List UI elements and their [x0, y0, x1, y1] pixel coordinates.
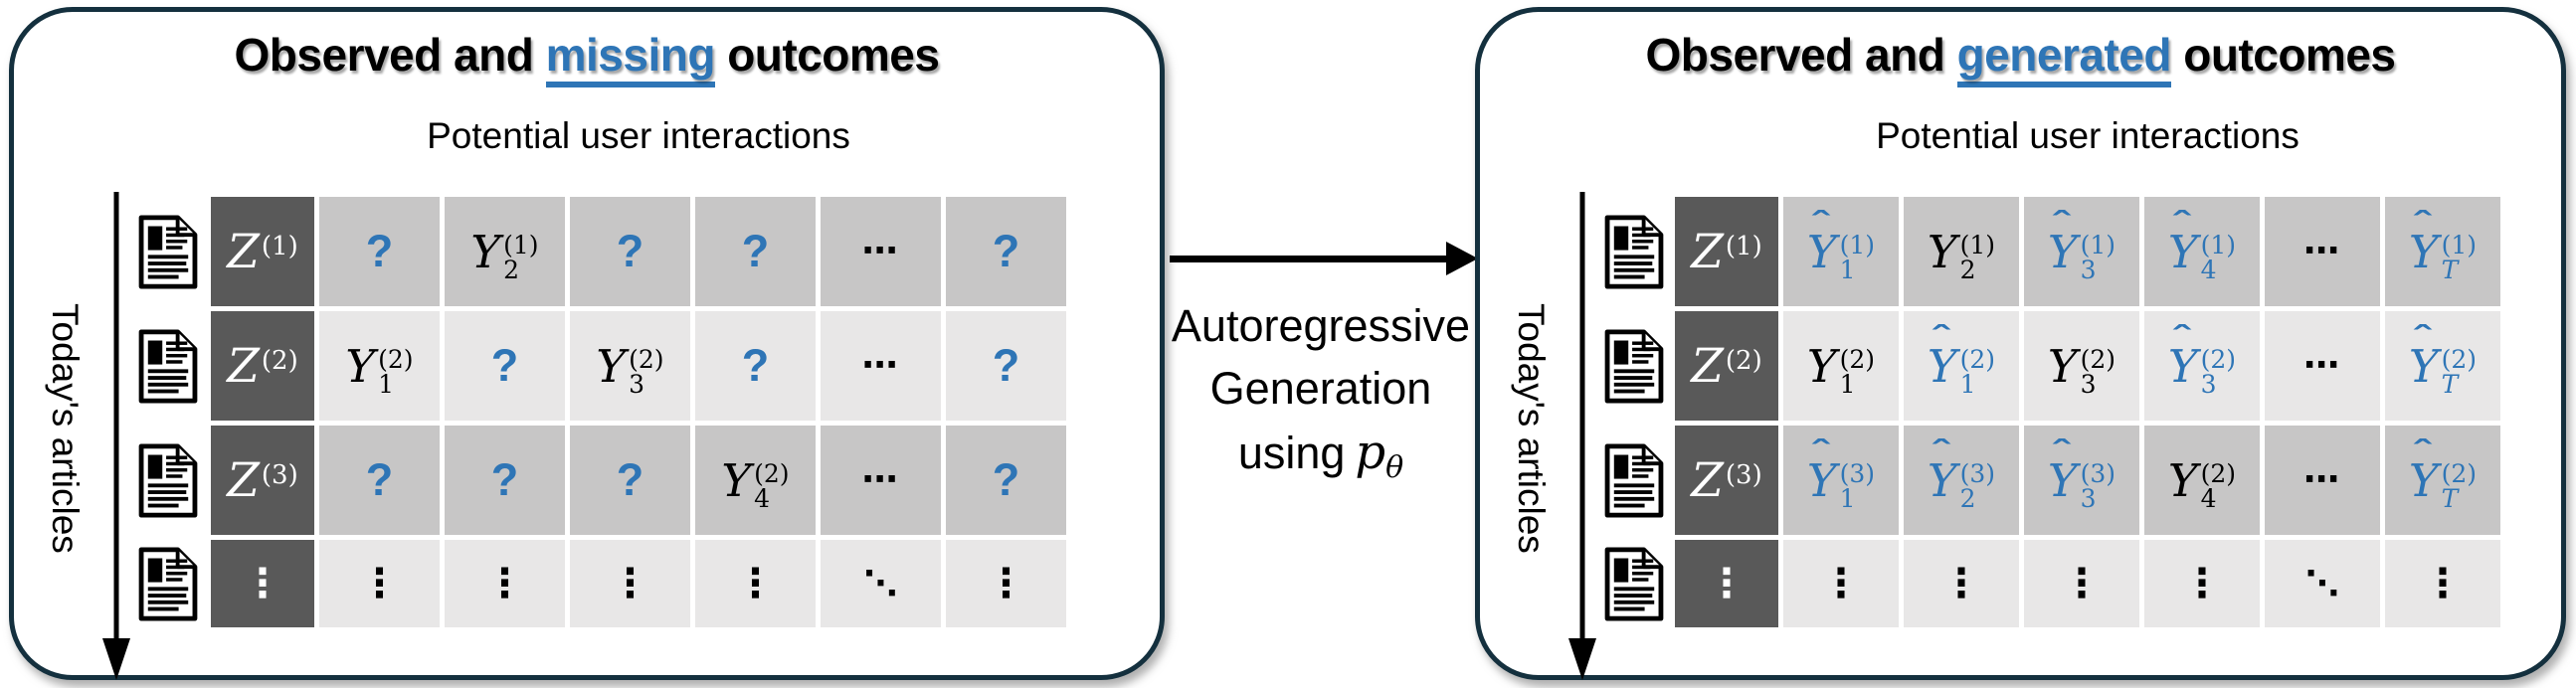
- matrix-cell: ⋮: [570, 540, 690, 627]
- article-icon: [138, 328, 198, 404]
- matrix-cell: ?: [319, 426, 440, 535]
- article-icon: [138, 214, 198, 289]
- right-arrow-icon: [1170, 256, 1450, 262]
- article-icon-slot: [1597, 311, 1671, 421]
- matrix-cell: ⋮: [2385, 540, 2500, 627]
- left-panel-title: Observed and missing outcomes: [14, 28, 1160, 87]
- matrix-cell: Z(3): [211, 426, 314, 535]
- right-panel: Observed and generated outcomes Potentia…: [1475, 7, 2566, 680]
- matrix-cell: ⋮: [211, 540, 314, 627]
- article-icon-slot: [1597, 426, 1671, 535]
- matrix-cell: ⋮: [319, 540, 440, 627]
- matrix-cell: Z(1): [211, 197, 314, 306]
- article-icon-slot: [1597, 540, 1671, 627]
- article-icon: [1604, 214, 1664, 289]
- matrix-cell: ⋯: [821, 311, 941, 421]
- right-panel-title: Observed and generated outcomes: [1480, 28, 2561, 87]
- transform-label-line2: Generation: [1209, 363, 1432, 414]
- matrix-cell: Z(2): [211, 311, 314, 421]
- transform-label-line1: Autoregressive: [1171, 300, 1471, 351]
- matrix-cell: Y(2)4: [2144, 426, 2260, 535]
- matrix-cell: ?: [445, 311, 565, 421]
- matrix-cell: ?: [319, 197, 440, 306]
- matrix-cell: ⋮: [1904, 540, 2019, 627]
- matrix-cell: ?: [695, 197, 816, 306]
- article-icon-column: [1597, 197, 1671, 627]
- matrix-cell: ⋮: [1783, 540, 1899, 627]
- matrix-cell: Y(2)3: [2024, 311, 2139, 421]
- matrix-cell: ⋮: [2024, 540, 2139, 627]
- matrix-cell: ⋱: [821, 540, 941, 627]
- matrix-cell: ?: [570, 426, 690, 535]
- matrix-cell: ?: [570, 197, 690, 306]
- article-icon-slot: [131, 426, 205, 535]
- matrix-cell: ⋮: [695, 540, 816, 627]
- matrix-cell: Y(1)2: [445, 197, 565, 306]
- matrix-cell: ?: [946, 426, 1066, 535]
- article-icon: [1604, 442, 1664, 518]
- outcome-matrix: Z(1)?Y(1)2??⋯?Z(2)Y(2)1?Y(2)3?⋯?Z(3)???Y…: [211, 197, 1066, 627]
- columns-axis-label: Potential user interactions: [1876, 115, 2300, 156]
- matrix-cell: Y(2)3: [570, 311, 690, 421]
- title-prefix: Observed and: [234, 29, 546, 81]
- matrix-cell: ⋯: [2265, 311, 2380, 421]
- matrix-cell: ⋮: [1675, 540, 1778, 627]
- article-icon-slot: [131, 197, 205, 306]
- matrix-cell: ?: [695, 311, 816, 421]
- matrix-cell: Z(2): [1675, 311, 1778, 421]
- matrix-cell: ⋮: [2144, 540, 2260, 627]
- title-suffix: outcomes: [2170, 29, 2396, 81]
- matrix-cell: ?: [946, 311, 1066, 421]
- title-highlight-missing: missing: [545, 29, 715, 87]
- article-icon-slot: [1597, 197, 1671, 306]
- matrix-cell: Y(2)4: [695, 426, 816, 535]
- matrix-cell: Y(2)1: [319, 311, 440, 421]
- title-prefix: Observed and: [1645, 29, 1957, 81]
- matrix-cell: ⋮: [445, 540, 565, 627]
- matrix-cell: Z(3): [1675, 426, 1778, 535]
- left-panel: Observed and missing outcomes Potential …: [9, 7, 1165, 680]
- rows-axis-label: Today's articles: [1511, 303, 1552, 554]
- matrix-cell: ?: [946, 197, 1066, 306]
- matrix-cell: ⋮: [946, 540, 1066, 627]
- matrix-cell: ⋯: [821, 197, 941, 306]
- title-suffix: outcomes: [714, 29, 940, 81]
- article-icon: [1604, 546, 1664, 621]
- article-icon: [138, 442, 198, 518]
- right-arrow-head-icon: [1446, 242, 1478, 275]
- title-highlight-generated: generated: [1956, 29, 2171, 87]
- down-arrow-icon: [1568, 192, 1596, 680]
- p-theta-symbol: pθ: [1355, 425, 1404, 485]
- rows-axis-label: Today's articles: [45, 303, 86, 554]
- matrix-cell: Y(2)1: [1783, 311, 1899, 421]
- matrix-cell: ⋯: [2265, 426, 2380, 535]
- down-arrow-icon: [102, 192, 130, 680]
- matrix-cell: ⋱: [2265, 540, 2380, 627]
- article-icon-column: [131, 197, 205, 627]
- matrix-cell: Z(1): [1675, 197, 1778, 306]
- article-icon: [138, 546, 198, 621]
- matrix-cell: ⋯: [2265, 197, 2380, 306]
- matrix-cell: ⋯: [821, 426, 941, 535]
- columns-axis-label: Potential user interactions: [427, 115, 850, 156]
- article-icon-slot: [131, 311, 205, 421]
- article-icon: [1604, 328, 1664, 404]
- matrix-cell: Y(1)2: [1904, 197, 2019, 306]
- article-icon-slot: [131, 540, 205, 627]
- matrix-cell: ?: [445, 426, 565, 535]
